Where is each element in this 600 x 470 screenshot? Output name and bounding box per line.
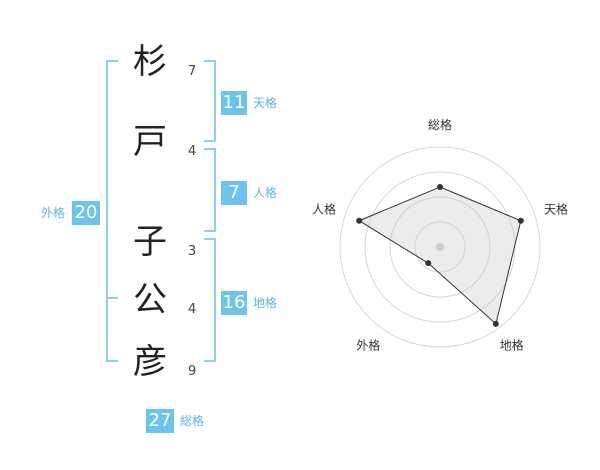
name-char-2: 戸 bbox=[133, 122, 167, 162]
name-char-3: 子 bbox=[133, 222, 167, 262]
stroke-count-4: 4 bbox=[188, 302, 197, 317]
radar-series-polygon bbox=[358, 186, 522, 325]
chikaku-badge: 16 bbox=[221, 291, 247, 315]
tenkaku-bracket bbox=[204, 60, 216, 142]
radar-axis-label-2: 天格 bbox=[544, 201, 568, 216]
radar-axis-label-4: 外格 bbox=[356, 338, 380, 353]
name-char-1: 杉 bbox=[133, 42, 167, 82]
radar-point-3 bbox=[492, 320, 499, 327]
radar-point-2 bbox=[517, 217, 524, 224]
gaikaku-bracket bbox=[106, 60, 118, 362]
stroke-count-1: 7 bbox=[188, 64, 197, 79]
radar-point-4 bbox=[425, 260, 432, 267]
name-char-5: 彦 bbox=[133, 342, 167, 382]
radar-axis-label-5: 人格 bbox=[312, 201, 336, 216]
radar-ring bbox=[364, 171, 516, 323]
jinkaku-bracket bbox=[204, 148, 216, 232]
radar-point-1 bbox=[437, 184, 443, 190]
radar-point-5 bbox=[356, 217, 363, 224]
soukaku-label: 総格 bbox=[180, 414, 205, 428]
tenkaku-badge: 11 bbox=[221, 91, 247, 115]
stroke-count-5: 9 bbox=[188, 364, 197, 379]
name-char-4: 公 bbox=[133, 280, 167, 320]
radar-axis-label-3: 地格 bbox=[500, 338, 524, 353]
radar-ring bbox=[414, 221, 466, 273]
radar-ring bbox=[339, 146, 541, 348]
gaikaku-bracket-tick bbox=[106, 297, 118, 299]
jinkaku-badge: 7 bbox=[221, 181, 247, 205]
gaikaku-badge: 20 bbox=[72, 201, 100, 225]
radar-center-dot bbox=[436, 243, 444, 251]
chikaku-bracket bbox=[204, 238, 216, 362]
soukaku-badge: 27 bbox=[146, 409, 174, 433]
radar-ring bbox=[389, 196, 491, 298]
chikaku-label: 地格 bbox=[253, 296, 278, 310]
tenkaku-label: 天格 bbox=[253, 96, 278, 110]
radar-axis-label-1: 総格 bbox=[428, 117, 452, 132]
gaikaku-label: 外格 bbox=[41, 206, 66, 220]
stroke-count-2: 4 bbox=[188, 144, 197, 159]
jinkaku-label: 人格 bbox=[253, 186, 278, 200]
stroke-count-3: 3 bbox=[188, 244, 197, 259]
